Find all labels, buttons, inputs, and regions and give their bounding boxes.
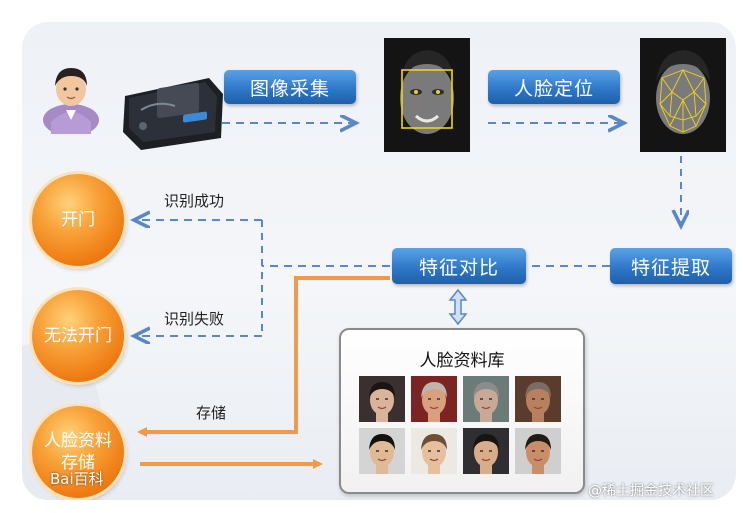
double-arrow-icon: [448, 288, 468, 326]
outcome-cannot-open: 无法开门: [32, 290, 124, 382]
edge-label-failure: 识别失败: [164, 310, 225, 328]
face-thumbnail: [463, 376, 509, 422]
face-thumbnail: [515, 376, 561, 422]
juejin-watermark: @稀土掘金技术社区: [588, 483, 714, 499]
face-mesh-image: [640, 38, 726, 152]
outcome-open-door-label: 开门: [61, 210, 95, 230]
face-thumbnail-image: [463, 376, 509, 422]
face-thumbnail: [515, 428, 561, 474]
face-thumbnail: [411, 376, 457, 422]
connectors: [22, 22, 736, 469]
outcome-cannot-open-label: 无法开门: [44, 326, 112, 346]
face-thumbnail: [359, 376, 405, 422]
edge-label-success: 识别成功: [164, 192, 225, 210]
node-feature-compare: 特征对比: [392, 248, 526, 284]
face-database-title: 人脸资料库: [419, 351, 505, 371]
person-avatar-icon: [43, 68, 99, 134]
node-image-capture: 图像采集: [224, 70, 356, 104]
node-face-locate: 人脸定位: [488, 70, 620, 104]
outcome-store-line2: 存储: [61, 453, 95, 473]
face-thumbnail: [411, 428, 457, 474]
face-thumbnail: [463, 428, 509, 474]
face-photo: [384, 38, 470, 152]
edge-store: [137, 276, 390, 437]
baidu-watermark: Bai百科: [50, 470, 104, 488]
outcome-store-line1: 人脸资料: [44, 431, 112, 451]
face-thumbnail-image: [411, 428, 457, 474]
face-thumbnail-image: [359, 376, 405, 422]
face-thumbnail-image: [359, 428, 405, 474]
outcome-open-door: 开门: [32, 174, 124, 266]
face-thumbnail-image: [515, 376, 561, 422]
flow-diagram-canvas: 图像采集 人脸定位: [22, 22, 736, 500]
face-mesh-photo: [640, 38, 726, 152]
outcome-store: 人脸资料 存储: [32, 406, 124, 498]
face-database: 人脸资料库: [339, 328, 585, 494]
face-detect-image: [384, 38, 470, 152]
face-thumbnail-image: [411, 376, 457, 422]
face-thumbnail-image: [463, 428, 509, 474]
face-thumbnail-image: [515, 428, 561, 474]
capture-device-icon: [123, 78, 223, 150]
face-thumbnail: [359, 428, 405, 474]
edge-label-store: 存储: [196, 404, 227, 422]
node-feature-extract: 特征提取: [610, 248, 732, 284]
